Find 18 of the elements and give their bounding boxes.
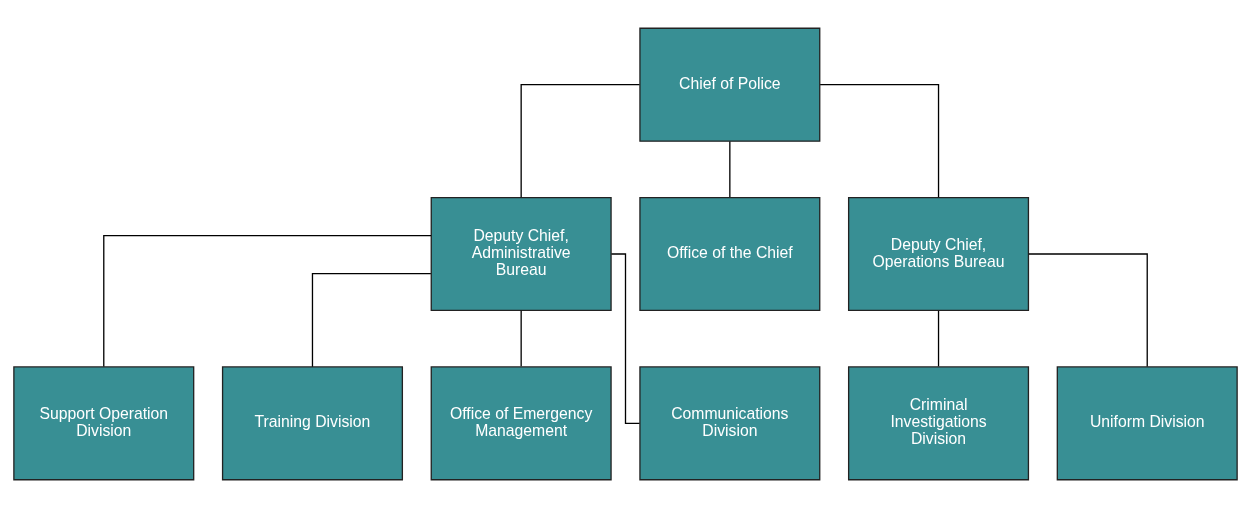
node-box: Communications Division (639, 366, 821, 481)
node-box: Support Operation Division (13, 366, 195, 481)
connector (311, 273, 432, 368)
node-box: Office of the Chief (639, 196, 821, 312)
node-box: Training Division (221, 366, 404, 481)
node-box: Chief of Police (639, 27, 821, 142)
connector (937, 310, 940, 367)
connector (1028, 253, 1148, 368)
connector (520, 310, 522, 367)
connector (520, 84, 641, 198)
connector (819, 84, 940, 198)
connector (103, 234, 432, 368)
node-box: Criminal Investigations Division (847, 366, 1030, 481)
node-box: Office of Emergency Management (430, 366, 612, 481)
node-box: Deputy Chief, Operations Bureau (847, 196, 1030, 312)
connector (729, 140, 731, 198)
node-box: Deputy Chief, Administrative Bureau (430, 196, 612, 312)
node-box: Uniform Division (1056, 366, 1238, 481)
